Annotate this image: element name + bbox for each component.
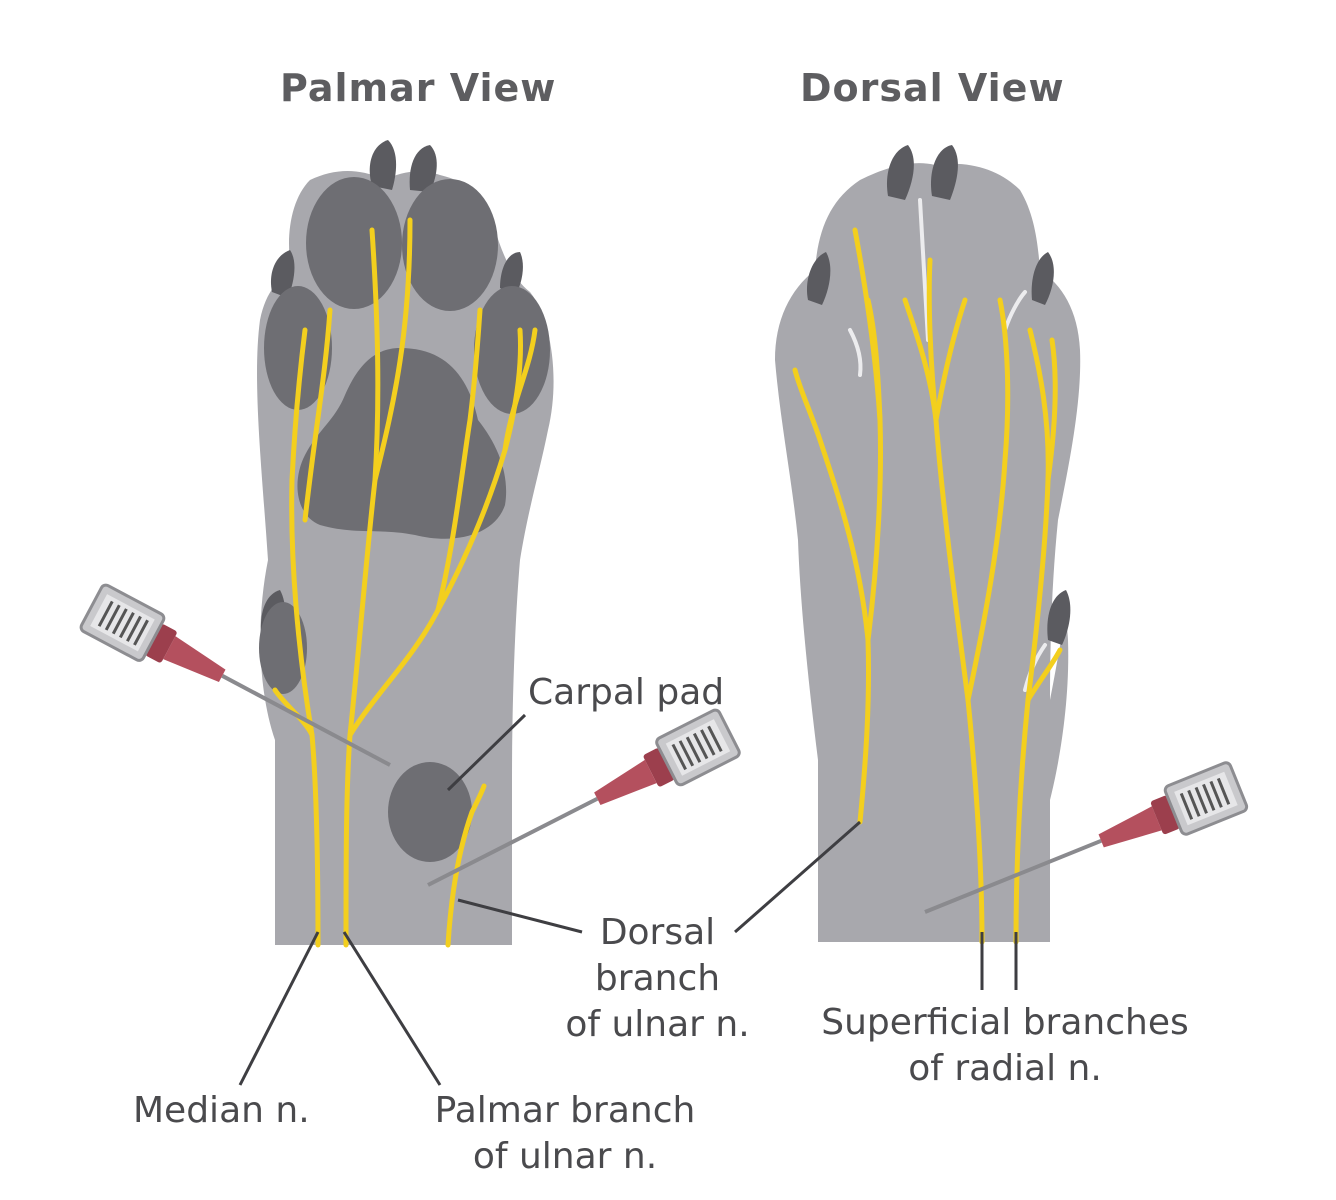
dorsal-view-title: Dorsal View bbox=[800, 66, 1065, 110]
dorsal-paw bbox=[775, 145, 1251, 945]
palmar-branch-line-2: of ulnar n. bbox=[472, 1136, 658, 1177]
dorsal-skin bbox=[775, 163, 1081, 942]
superficial-line-1: Superficial branches bbox=[821, 1002, 1189, 1043]
dorsal-claws bbox=[806, 145, 1071, 645]
palmar-paw bbox=[79, 140, 743, 948]
palmar-branch-line-1: Palmar branch bbox=[434, 1090, 696, 1131]
dorsal-nerves bbox=[792, 227, 1063, 945]
dorsal-branch-label: Dorsal branch of ulnar n. bbox=[545, 910, 770, 1048]
palmar-claws bbox=[260, 140, 523, 645]
dorsal-branch-line-1: Dorsal bbox=[599, 912, 716, 953]
leader-lines bbox=[238, 713, 1018, 1086]
palmar-branch-label: Palmar branch of ulnar n. bbox=[405, 1088, 725, 1180]
median-nerve-label: Median n. bbox=[133, 1090, 310, 1131]
superficial-line-2: of radial n. bbox=[908, 1048, 1102, 1089]
palmar-nerves bbox=[272, 217, 538, 948]
palmar-view-title: Palmar View bbox=[280, 66, 557, 110]
superficial-branches-label: Superficial branches of radial n. bbox=[790, 1000, 1220, 1092]
dorsal-branch-line-2: branch bbox=[594, 958, 721, 999]
palmar-metacarpal-pad bbox=[297, 348, 507, 539]
carpal-pad-label: Carpal pad bbox=[528, 672, 725, 713]
dorsal-branch-line-3: of ulnar n. bbox=[565, 1004, 750, 1045]
palmar-digital-pads bbox=[259, 177, 550, 694]
